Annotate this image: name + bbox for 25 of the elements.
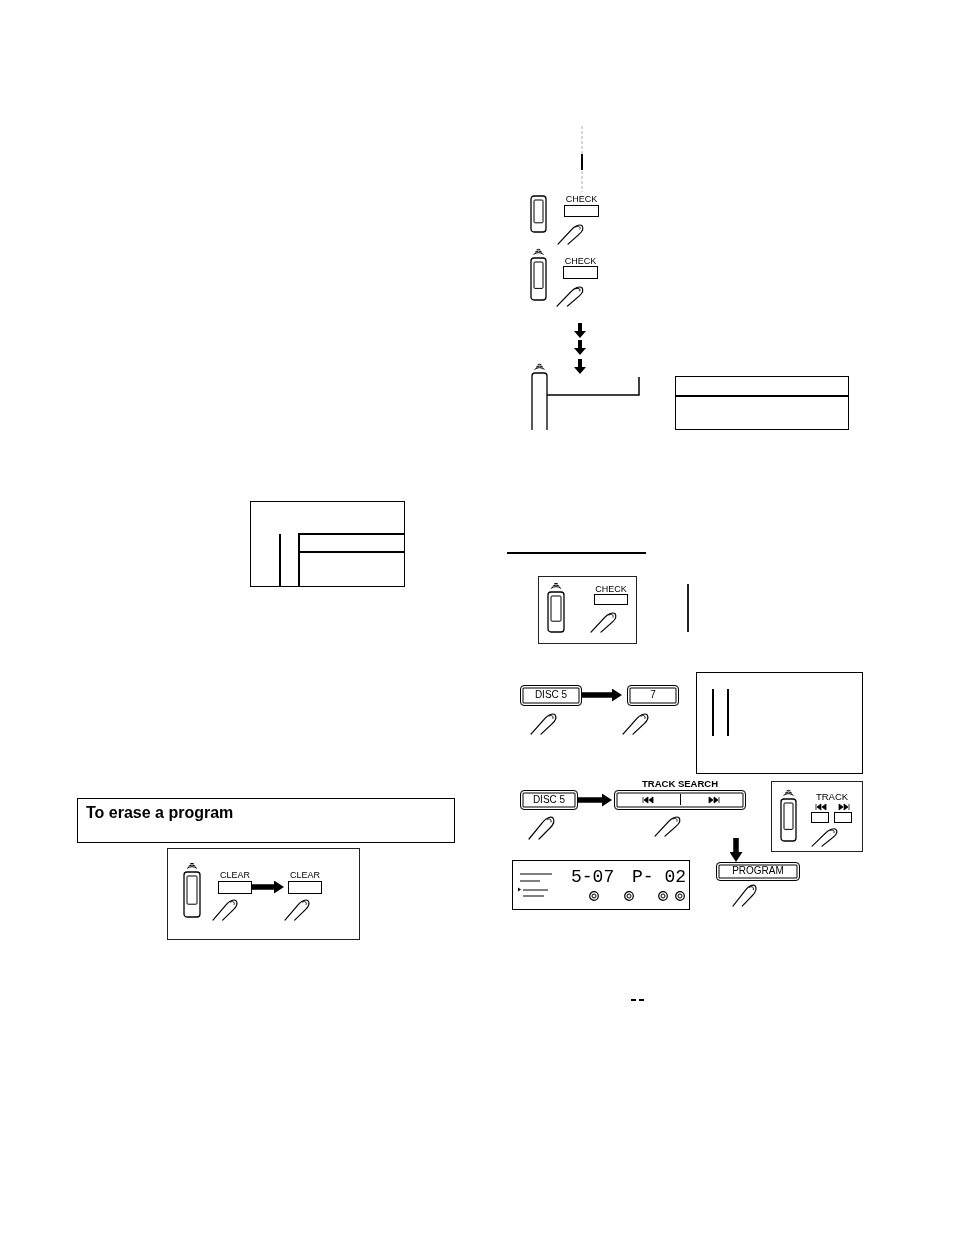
display-panel [512, 860, 690, 910]
key-label: CHECK [563, 256, 598, 266]
key-label: TRACK [814, 792, 850, 802]
display-readout: 5-07 [571, 867, 615, 888]
section-heading: To erase a program [77, 798, 455, 843]
display-readout: P- 02 [632, 867, 686, 888]
table-frame [675, 376, 849, 430]
key-button: PROGRAM [716, 862, 800, 881]
key-label: CHECK [564, 194, 599, 204]
arrow [582, 688, 622, 702]
table-frame [250, 501, 405, 587]
key-label: CLEAR [219, 870, 251, 880]
key-label: CHECK [594, 584, 628, 594]
illustration-panel [538, 576, 637, 644]
key-button: DISC 5 [520, 685, 582, 706]
table-frame [696, 672, 863, 774]
key-button: DISC 5 [520, 790, 578, 810]
arrow [729, 838, 743, 862]
arrow [578, 793, 612, 807]
illustration-panel [167, 848, 360, 940]
key-label: TRACK SEARCH [641, 779, 719, 789]
illustration-panel [771, 781, 863, 852]
key-button: 7 [627, 685, 679, 706]
key-label: CLEAR [289, 870, 321, 880]
arrow [252, 880, 284, 894]
